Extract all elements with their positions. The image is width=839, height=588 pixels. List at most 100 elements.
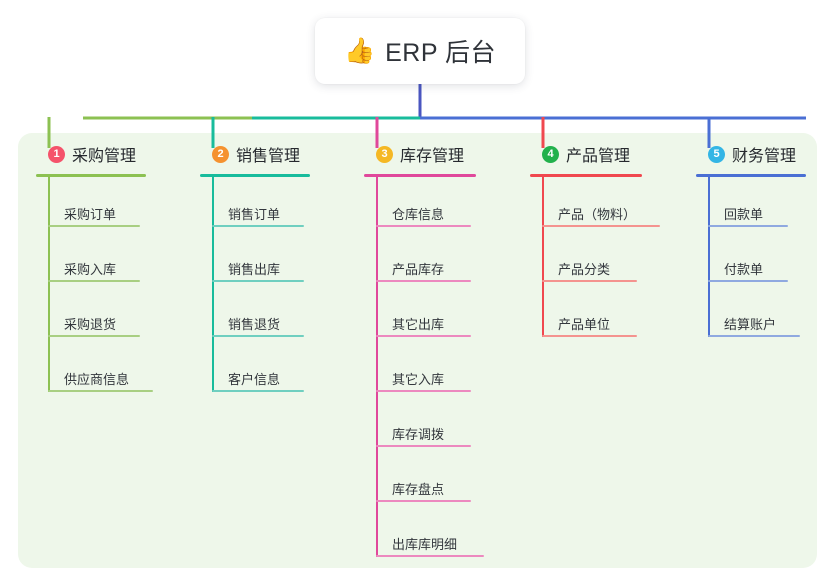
branch-column-5: 5 财务管理回款单付款单结算账户 [696,141,806,342]
leaf-node[interactable]: 结算账户 [696,287,806,342]
leaf-node[interactable]: 客户信息 [200,342,310,397]
leaf-node[interactable]: 采购订单 [36,177,146,232]
branch-header[interactable]: 3 库存管理 [364,141,476,167]
branch-header[interactable]: 2 销售管理 [200,141,310,167]
leaf-node-label: 采购订单 [64,207,117,222]
branch-underline [364,174,476,177]
leaf-node[interactable]: 产品库存 [364,232,476,287]
leaf-node[interactable]: 付款单 [696,232,806,287]
leaf-node-underline [376,225,471,227]
branch-underline [530,174,642,177]
leaf-node[interactable]: 销售出库 [200,232,310,287]
leaf-node-label: 采购退货 [64,317,117,332]
leaf-node-underline [212,280,304,282]
branch-spine [212,177,214,392]
leaf-node-underline [708,335,800,337]
leaf-node-label: 产品单位 [558,317,611,332]
leaf-node[interactable]: 库存调拨 [364,397,476,452]
leaf-node-label: 产品库存 [392,262,445,277]
leaf-node-underline [376,445,471,447]
leaf-node[interactable]: 库存盘点 [364,452,476,507]
branch-column-2: 2 销售管理销售订单销售出库销售退货客户信息 [200,141,310,397]
leaf-node-underline [708,280,788,282]
leaf-node[interactable]: 采购退货 [36,287,146,342]
leaf-node-label: 其它入库 [392,372,445,387]
leaf-node-label: 结算账户 [724,317,777,332]
branch-number-badge: 3 [376,145,393,163]
leaf-node-label: 产品分类 [558,262,611,277]
root-node[interactable]: 👍 ERP 后台 [315,18,525,84]
branch-number-badge: 1 [48,145,65,163]
leaf-node-underline [542,280,637,282]
leaf-node[interactable]: 产品单位 [530,287,642,342]
leaf-node-label: 客户信息 [228,372,281,387]
branches-panel [18,133,817,568]
branch-leaf-list: 采购订单采购入库采购退货供应商信息 [36,177,153,397]
leaf-node[interactable]: 仓库信息 [364,177,476,232]
leaf-node-label: 其它出库 [392,317,445,332]
leaf-node-label: 出库库明细 [392,537,458,552]
branch-title: 财务管理 [732,148,797,165]
leaf-node[interactable]: 产品（物料） [530,177,660,232]
leaf-node-label: 付款单 [724,262,764,277]
leaf-node-label: 仓库信息 [392,207,445,222]
leaf-node-underline [48,225,140,227]
branch-leaf-list: 产品（物料） 产品分类产品单位 [530,177,660,342]
branch-underline [36,174,146,177]
branch-title: 产品管理 [566,148,631,165]
branch-spine [708,177,710,337]
branch-number-badge: 2 [212,145,229,163]
leaf-node[interactable]: 出库库明细 [364,507,484,562]
thumbs-up-icon: 👍 [343,36,376,65]
leaf-node-label: 销售订单 [228,207,281,222]
leaf-node-label: 库存盘点 [392,482,445,497]
branch-column-3: 3 库存管理仓库信息产品库存其它出库其它入库库存调拨库存盘点出库库明细 [364,141,484,562]
leaf-node-underline [542,225,660,227]
leaf-node-underline [376,335,471,337]
branch-underline [696,174,806,177]
leaf-node-underline [48,280,140,282]
leaf-node-underline [212,335,304,337]
branch-leaf-list: 回款单付款单结算账户 [696,177,806,342]
leaf-node-underline [212,225,304,227]
leaf-node-underline [708,225,788,227]
leaf-node[interactable]: 其它出库 [364,287,476,342]
branch-title: 采购管理 [72,148,137,165]
leaf-node-underline [376,280,471,282]
branch-number-badge: 4 [542,145,559,163]
leaf-node-underline [376,555,484,557]
leaf-node-underline [376,390,471,392]
leaf-node-label: 回款单 [724,207,764,222]
leaf-node[interactable]: 产品分类 [530,232,642,287]
leaf-node-label: 供应商信息 [64,372,130,387]
leaf-node[interactable]: 采购入库 [36,232,146,287]
branch-number-badge: 5 [708,145,725,163]
leaf-node[interactable]: 销售退货 [200,287,310,342]
leaf-node[interactable]: 销售订单 [200,177,310,232]
leaf-node-underline [48,390,153,392]
branch-spine [542,177,544,337]
branch-spine [376,177,378,557]
branch-header[interactable]: 5 财务管理 [696,141,806,167]
branch-spine [48,177,50,392]
branch-underline [200,174,310,177]
leaf-node-label: 采购入库 [64,262,117,277]
branch-header[interactable]: 1 采购管理 [36,141,146,167]
leaf-node[interactable]: 回款单 [696,177,806,232]
branch-leaf-list: 仓库信息产品库存其它出库其它入库库存调拨库存盘点出库库明细 [364,177,484,562]
branch-title: 库存管理 [400,148,465,165]
root-node-label: ERP 后台 [385,39,497,67]
branch-column-1: 1 采购管理采购订单采购入库采购退货供应商信息 [36,141,153,397]
branch-title: 销售管理 [236,148,301,165]
leaf-node-underline [542,335,637,337]
leaf-node-label: 产品（物料） [558,207,637,222]
leaf-node[interactable]: 其它入库 [364,342,476,397]
leaf-node-label: 库存调拨 [392,427,445,442]
leaf-node[interactable]: 供应商信息 [36,342,153,397]
leaf-node-label: 销售出库 [228,262,281,277]
leaf-node-underline [48,335,140,337]
branch-header[interactable]: 4 产品管理 [530,141,642,167]
leaf-node-label: 销售退货 [228,317,281,332]
